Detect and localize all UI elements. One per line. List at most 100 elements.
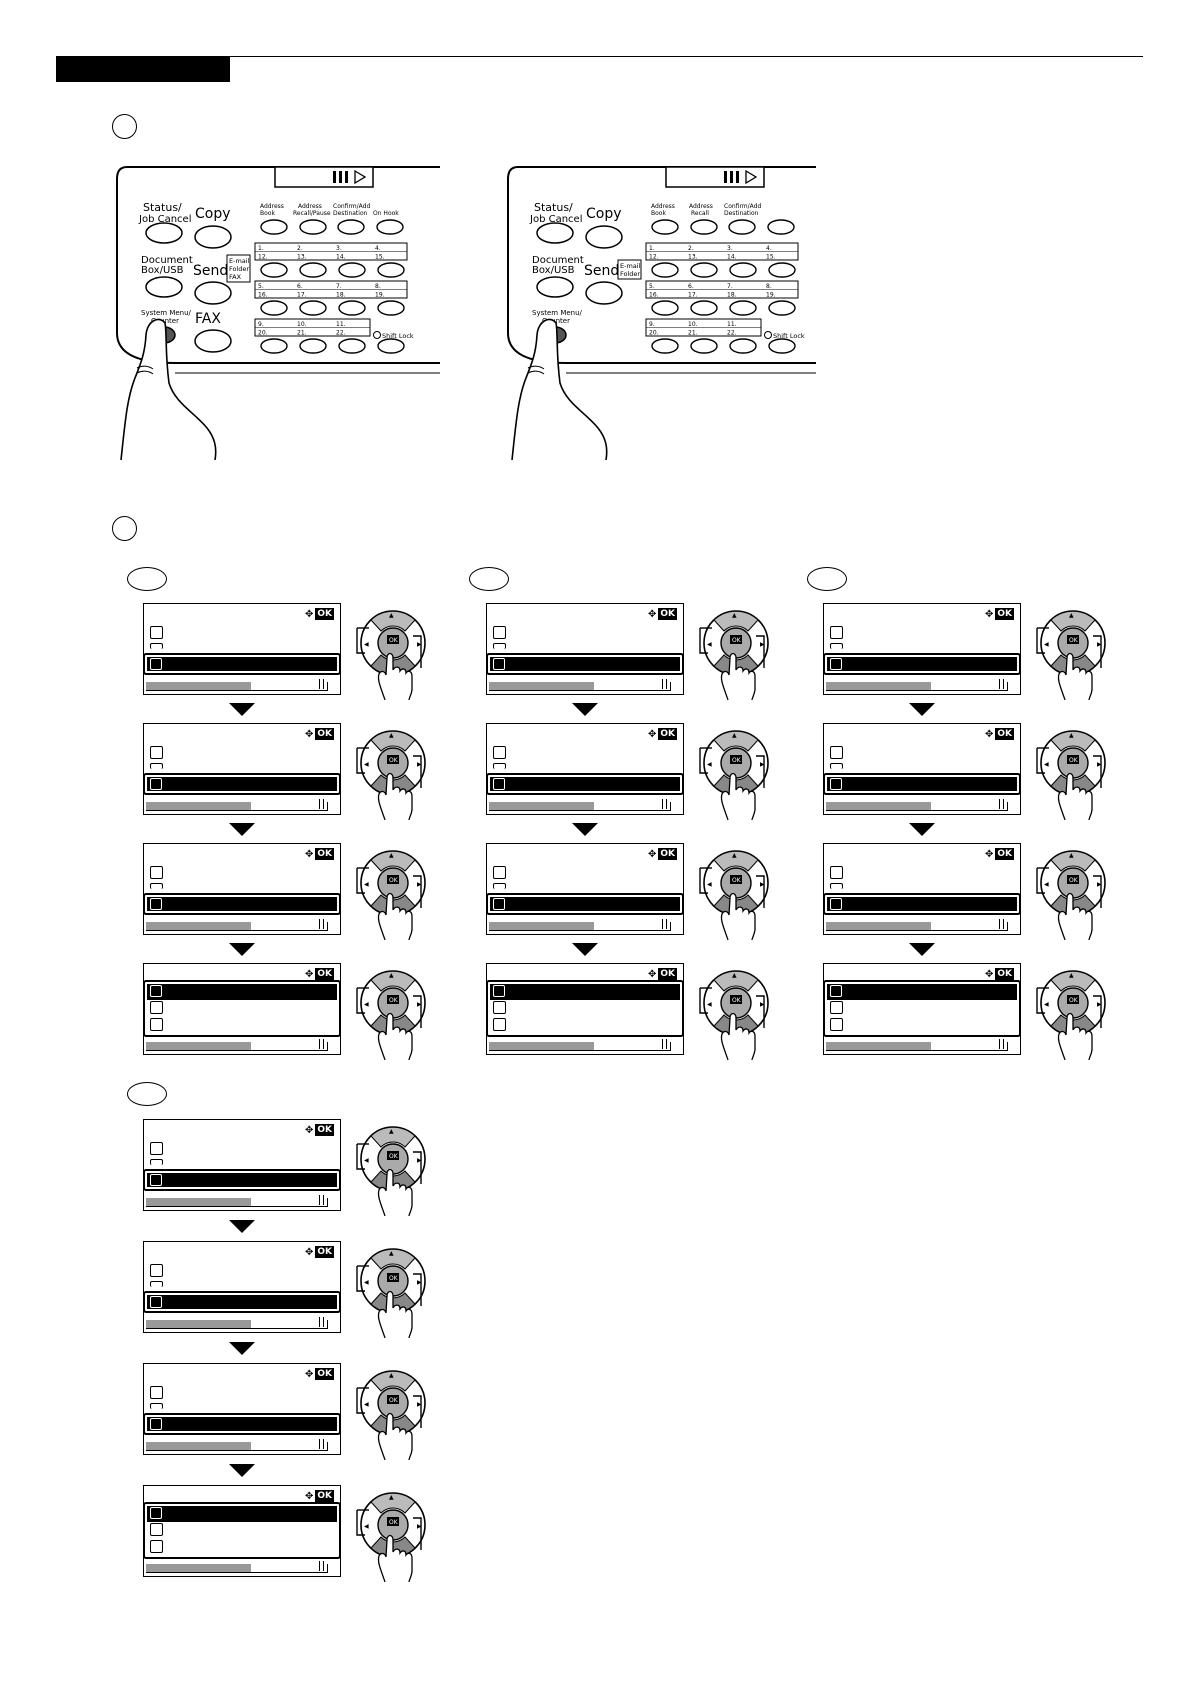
menu-checkbox[interactable] <box>150 763 163 769</box>
menu-checkbox[interactable] <box>150 1001 163 1014</box>
up-key[interactable] <box>370 1370 416 1392</box>
scroll-bar[interactable] <box>146 1317 328 1329</box>
left-one-touch-key[interactable] <box>299 300 327 316</box>
selected-menu-item[interactable] <box>143 773 341 795</box>
confirm-add-key-r[interactable] <box>728 219 756 235</box>
menu-checkbox[interactable] <box>150 1281 163 1287</box>
left-one-touch-key[interactable] <box>260 338 288 354</box>
scroll-bar[interactable] <box>146 1561 328 1573</box>
cursor-keypad[interactable]: OK▲▼◀▶ <box>1035 968 1115 1060</box>
copy-key[interactable] <box>194 225 232 249</box>
selected-menu-item[interactable] <box>143 893 341 915</box>
menu-checkbox[interactable] <box>830 1001 843 1014</box>
menu-checkbox[interactable] <box>150 1540 163 1553</box>
up-key[interactable] <box>370 610 416 632</box>
left-one-touch-key[interactable] <box>338 262 366 278</box>
cursor-keypad[interactable]: OK▲▼◀▶ <box>355 1124 435 1216</box>
address-book-key-r[interactable] <box>651 219 679 235</box>
menu-checkbox[interactable] <box>150 1142 163 1155</box>
right-one-touch-key[interactable] <box>651 338 679 354</box>
up-key[interactable] <box>713 610 759 632</box>
selected-menu-item[interactable] <box>486 893 684 915</box>
selected-menu-group[interactable] <box>143 1502 341 1559</box>
scroll-bar[interactable] <box>146 799 328 811</box>
menu-checkbox[interactable] <box>150 1403 163 1409</box>
cursor-keypad[interactable]: OK▲▼◀▶ <box>698 608 778 700</box>
scroll-bar[interactable] <box>489 799 671 811</box>
menu-checkbox[interactable] <box>493 1001 506 1014</box>
fax-key[interactable] <box>194 329 232 353</box>
right-one-touch-key[interactable] <box>768 262 796 278</box>
up-key[interactable] <box>370 850 416 872</box>
right-one-touch-key[interactable] <box>690 338 718 354</box>
cursor-keypad[interactable]: OK▲▼◀▶ <box>355 1490 435 1582</box>
menu-checkbox[interactable] <box>493 746 506 759</box>
right-one-touch-key[interactable] <box>690 262 718 278</box>
left-one-touch-key[interactable] <box>377 300 405 316</box>
scroll-bar[interactable] <box>146 1439 328 1451</box>
left-one-touch-key[interactable] <box>338 300 366 316</box>
up-key[interactable] <box>370 1248 416 1270</box>
cursor-keypad[interactable]: OK▲▼◀▶ <box>355 848 435 940</box>
right-one-touch-key[interactable] <box>729 300 757 316</box>
send-key[interactable] <box>194 281 232 305</box>
menu-checkbox[interactable] <box>150 1386 163 1399</box>
address-recall-key-r[interactable] <box>690 219 718 235</box>
cursor-keypad[interactable]: OK▲▼◀▶ <box>355 728 435 820</box>
scroll-bar[interactable] <box>489 679 671 691</box>
up-key[interactable] <box>1050 610 1096 632</box>
menu-checkbox[interactable] <box>150 883 163 889</box>
menu-checkbox[interactable] <box>150 1018 163 1031</box>
scroll-bar[interactable] <box>826 919 1008 931</box>
menu-checkbox[interactable] <box>493 866 506 879</box>
scroll-bar[interactable] <box>826 799 1008 811</box>
cursor-keypad[interactable]: OK▲▼◀▶ <box>355 608 435 700</box>
scroll-bar[interactable] <box>826 1039 1008 1051</box>
right-one-touch-key[interactable] <box>729 338 757 354</box>
job-cancel-key-r[interactable] <box>536 222 574 244</box>
cursor-keypad[interactable]: OK▲▼◀▶ <box>698 728 778 820</box>
cursor-keypad[interactable]: OK▲▼◀▶ <box>355 968 435 1060</box>
selected-menu-group[interactable] <box>823 980 1021 1037</box>
menu-checkbox[interactable] <box>150 643 163 649</box>
selected-menu-item[interactable] <box>823 773 1021 795</box>
scroll-bar[interactable] <box>146 679 328 691</box>
cursor-keypad[interactable]: OK▲▼◀▶ <box>1035 608 1115 700</box>
job-cancel-key[interactable] <box>145 222 183 244</box>
selected-menu-item[interactable] <box>143 1291 341 1313</box>
menu-checkbox[interactable] <box>493 643 506 649</box>
menu-checkbox[interactable] <box>150 626 163 639</box>
left-one-touch-key[interactable] <box>338 338 366 354</box>
cursor-keypad[interactable]: OK▲▼◀▶ <box>698 968 778 1060</box>
up-key[interactable] <box>1050 970 1096 992</box>
extra-key-r[interactable] <box>767 219 795 235</box>
right-one-touch-key[interactable] <box>651 300 679 316</box>
up-key[interactable] <box>1050 850 1096 872</box>
right-one-touch-key[interactable] <box>768 300 796 316</box>
selected-menu-group[interactable] <box>486 980 684 1037</box>
left-one-touch-key[interactable] <box>299 262 327 278</box>
cursor-keypad[interactable]: OK▲▼◀▶ <box>1035 728 1115 820</box>
scroll-bar[interactable] <box>146 1039 328 1051</box>
menu-checkbox[interactable] <box>830 866 843 879</box>
selected-menu-item[interactable] <box>486 653 684 675</box>
selected-menu-item[interactable] <box>143 1413 341 1435</box>
menu-checkbox[interactable] <box>493 1018 506 1031</box>
up-key[interactable] <box>1050 730 1096 752</box>
left-one-touch-key[interactable] <box>377 338 405 354</box>
up-key[interactable] <box>370 970 416 992</box>
cursor-keypad[interactable]: OK▲▼◀▶ <box>355 1368 435 1460</box>
left-one-touch-key[interactable] <box>299 338 327 354</box>
scroll-bar[interactable] <box>146 1195 328 1207</box>
right-one-touch-key[interactable] <box>651 262 679 278</box>
up-key[interactable] <box>370 730 416 752</box>
right-one-touch-key[interactable] <box>729 262 757 278</box>
scroll-bar[interactable] <box>489 1039 671 1051</box>
address-book-key[interactable] <box>260 219 288 235</box>
left-one-touch-key[interactable] <box>260 262 288 278</box>
menu-checkbox[interactable] <box>150 1523 163 1536</box>
send-key-r[interactable] <box>585 281 623 305</box>
selected-menu-item[interactable] <box>143 1169 341 1191</box>
selected-menu-item[interactable] <box>486 773 684 795</box>
selected-menu-group[interactable] <box>143 980 341 1037</box>
